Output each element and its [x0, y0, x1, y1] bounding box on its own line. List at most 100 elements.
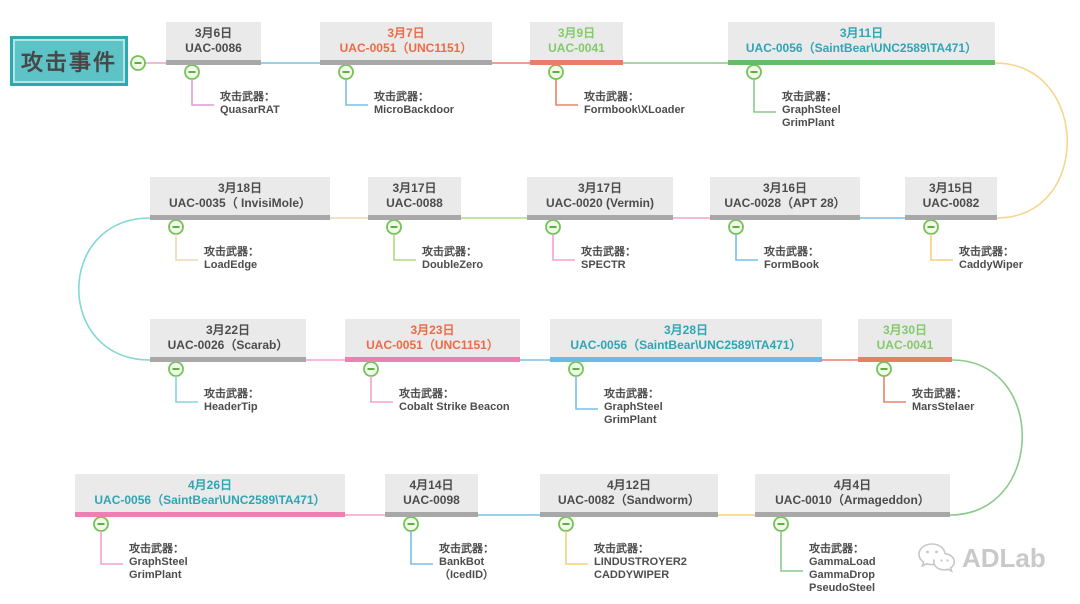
callout: 攻击武器：LINDUSTROYER2 CADDYWIPER	[594, 543, 687, 582]
callout-line	[175, 376, 198, 403]
weapon-label: 攻击武器：	[764, 246, 819, 258]
weapon-label: 攻击武器：	[782, 91, 837, 103]
callout: 攻击武器：GraphSteel GrimPlant	[782, 91, 841, 130]
node-bar	[345, 357, 520, 362]
weapon-label: 攻击武器：	[204, 246, 259, 258]
node-bar	[710, 215, 860, 220]
callout: 攻击武器：FormBook	[764, 246, 819, 272]
weapon-label: 攻击武器：	[220, 91, 275, 103]
minus-icon	[93, 516, 109, 532]
minus-icon	[403, 516, 419, 532]
weapon-names: GraphSteel GrimPlant	[782, 104, 841, 129]
callout-line	[370, 376, 393, 403]
callout: 攻击武器：Cobalt Strike Beacon	[399, 388, 510, 414]
node-date: 3月17日	[577, 181, 623, 195]
node-date: 3月7日	[387, 26, 425, 40]
callout: 攻击武器：DoubleZero	[422, 246, 483, 272]
node-id: UAC-0010（Armageddon）	[775, 493, 930, 507]
node-date: 3月30日	[882, 323, 928, 337]
node-id: UAC-0028（APT 28）	[724, 196, 846, 210]
node-date: 4月12日	[606, 478, 652, 492]
curve-connector	[78, 217, 151, 361]
weapon-label: 攻击武器：	[604, 388, 659, 400]
node-date: 3月22日	[205, 323, 251, 337]
node-id: UAC-0086	[185, 41, 242, 55]
callout-line	[780, 531, 803, 572]
weapon-label: 攻击武器：	[584, 91, 639, 103]
node-id: UAC-0041	[548, 41, 605, 55]
weapon-label: 攻击武器：	[374, 91, 429, 103]
weapon-label: 攻击武器：	[399, 388, 454, 400]
callout: 攻击武器：SPECTR	[581, 246, 636, 272]
callout-line	[735, 234, 758, 261]
callout-line	[883, 376, 906, 403]
node-bar	[385, 512, 478, 517]
node-id: UAC-0056（SaintBear\UNC2589\TA471）	[570, 338, 802, 352]
weapon-label: 攻击武器：	[422, 246, 477, 258]
callout: 攻击武器：MicroBackdoor	[374, 91, 454, 117]
event-title-box: 攻击事件	[10, 36, 128, 86]
minus-icon	[558, 516, 574, 532]
minus-icon	[338, 64, 354, 80]
minus-icon	[363, 361, 379, 377]
callout: 攻击武器：MarsStelaer	[912, 388, 974, 414]
node-id: UAC-0056（SaintBear\UNC2589\TA471）	[94, 493, 326, 507]
node-date: 3月11日	[839, 26, 884, 40]
node-id: UAC-0082（Sandworm）	[557, 493, 701, 507]
node-id: UAC-0051（UNC1151）	[339, 41, 473, 55]
node-id: UAC-0020 (Vermin)	[545, 196, 655, 210]
adlab-watermark: ADLab	[916, 541, 1046, 575]
node-date: 4月14日	[409, 478, 454, 492]
weapon-names: GraphSteel GrimPlant	[129, 556, 188, 581]
minus-icon	[386, 219, 402, 235]
callout: 攻击武器：QuasarRAT	[220, 91, 280, 117]
minus-icon	[130, 55, 146, 71]
weapon-names: CaddyWiper	[959, 259, 1024, 271]
node-date: 4月4日	[833, 478, 872, 492]
weapon-names: MicroBackdoor	[374, 104, 455, 116]
weapon-names: FormBook	[764, 259, 819, 271]
callout: 攻击武器：LoadEdge	[204, 246, 259, 272]
node-id: UAC-0088	[386, 196, 443, 210]
weapon-label: 攻击武器：	[912, 388, 967, 400]
weapon-names: GraphSteel GrimPlant	[604, 401, 663, 426]
weapon-label: 攻击武器：	[809, 543, 864, 555]
callout-line	[575, 376, 598, 410]
node-date: 4月26日	[187, 478, 233, 492]
minus-icon	[773, 516, 789, 532]
node-date: 3月6日	[194, 26, 233, 40]
callout: 攻击武器：BankBot （IcedID）	[439, 543, 494, 582]
node-id: UAC-0098	[403, 493, 460, 507]
node-id: UAC-0035（ InvisiMole）	[168, 196, 312, 210]
node-date: 3月15日	[928, 181, 974, 195]
node-id: UAC-0041	[876, 338, 934, 352]
curve-connector	[994, 62, 1068, 219]
node-bar	[527, 215, 673, 220]
callout: 攻击武器：HeaderTip	[204, 388, 259, 414]
callout-line	[930, 234, 953, 261]
weapon-label: 攻击武器：	[959, 246, 1014, 258]
weapon-names: Cobalt Strike Beacon	[399, 401, 510, 413]
callout-line	[753, 79, 776, 113]
node-bar	[150, 215, 330, 220]
node-bar	[550, 357, 822, 362]
minus-icon	[545, 219, 561, 235]
node-bar	[75, 512, 345, 517]
callout: 攻击武器：Formbook\XLoader	[584, 91, 685, 117]
node-bar	[320, 60, 492, 65]
node-id: UAC-0056（SaintBear\UNC2589\TA471）	[745, 41, 978, 55]
callout-line	[175, 234, 198, 261]
adlab-watermark-text: ADLab	[962, 542, 1046, 573]
minus-icon	[746, 64, 762, 80]
minus-icon	[923, 219, 939, 235]
weapon-names: BankBot （IcedID）	[439, 556, 495, 581]
